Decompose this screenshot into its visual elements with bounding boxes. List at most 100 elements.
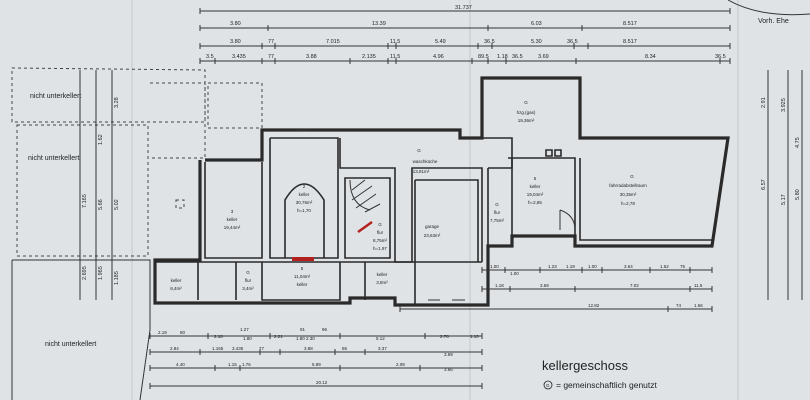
room-area: 8,4m² xyxy=(170,286,182,291)
room-labels: G waschküche 13,81m² 2 keller 30,76m² h=… xyxy=(170,100,647,291)
dim-label: 3.435 xyxy=(232,346,244,351)
dim-label: 5.02 xyxy=(114,199,120,210)
bottom-dimension-chain: 2.19 80 1.27 2.18 1.80 2.21 91 1.80 2.30… xyxy=(150,327,482,387)
room-name: keller xyxy=(297,282,308,287)
dim-label: 96 xyxy=(322,327,328,332)
dim-label: 2.18 xyxy=(214,334,223,339)
dim-label: 36.5 xyxy=(512,54,523,60)
dim-label: 89.5 xyxy=(478,54,489,60)
room-area: 23,63m² xyxy=(424,233,441,238)
corner-label: Vorh. Ehe xyxy=(758,18,789,25)
dim-label: 7.165 xyxy=(82,194,88,208)
dim-label: 20.12 xyxy=(316,380,328,385)
room-name: keller xyxy=(299,192,310,197)
room-area: 3,4m² xyxy=(242,286,254,291)
accent-marker xyxy=(292,257,314,261)
dim-label: 1.80 xyxy=(296,336,305,341)
dimension-ticks xyxy=(199,8,731,64)
dim-label: 2.91 xyxy=(761,97,767,108)
dim-label: 1.80 xyxy=(243,336,252,341)
dim-top-total: 31.737 xyxy=(455,5,472,11)
dim-label: 3.88 xyxy=(306,54,317,60)
dim-label: 4.75 xyxy=(795,137,801,148)
dim-label: 3.64 xyxy=(624,264,633,269)
room-area: 8,75m² xyxy=(373,238,388,243)
dim-label: 77 xyxy=(259,346,265,351)
dim-label: 1.18 xyxy=(497,54,508,60)
dim-label: 5.30 xyxy=(531,39,542,45)
dim-label: 4.40 xyxy=(176,362,185,367)
dim-label: 1.00 xyxy=(490,264,499,269)
dim-label: 7.02 xyxy=(630,283,639,288)
dim-label: 3.80 xyxy=(230,39,241,45)
room-name: keller xyxy=(227,217,238,222)
dim-label: 3.69 xyxy=(444,352,453,357)
room-name: keller xyxy=(530,184,541,189)
dim-label: 2.21 xyxy=(274,334,283,339)
dim-label: 1.19 xyxy=(566,264,575,269)
dim-label: 11.5 xyxy=(694,283,703,288)
dim-label: 6.57 xyxy=(761,179,767,190)
dim-label: 2.695 xyxy=(82,266,88,280)
dim-label: 1.27 xyxy=(240,327,249,332)
room-area: 19,44m² xyxy=(224,225,241,230)
dim-label: 75 xyxy=(680,264,686,269)
room-area: 19,04m² xyxy=(527,192,544,197)
dim-label: 5.80 xyxy=(795,189,801,200)
dim-label: 3.88 xyxy=(304,346,313,351)
room-area: 30,35m² xyxy=(620,192,637,197)
dim-label: 3.66 xyxy=(444,367,453,372)
room-number: 5 xyxy=(301,266,304,271)
unexcavated-areas: nicht unterkellert nicht unterkellert ni… xyxy=(11,67,263,400)
room-name: garage xyxy=(425,224,440,229)
dim-label: 11.5 xyxy=(390,39,400,45)
left-vertical-dimensions: 3.28 1.62 7.165 5.66 5.02 2.695 1.965 1.… xyxy=(79,70,120,300)
room-number: G xyxy=(630,174,634,179)
dim-label: 36.5 xyxy=(484,39,495,45)
dim-label: 1.00 xyxy=(588,264,597,269)
dim-label: 3.925 xyxy=(781,98,787,112)
legend: G = gemeinschaftlich genutzt xyxy=(543,380,658,390)
dim-label: 36.5 xyxy=(715,54,726,60)
plan-title: kellergeschoss xyxy=(542,358,628,373)
room-name: hzg.(gas) xyxy=(517,110,536,115)
dim-label: 1.165 xyxy=(212,346,224,351)
dim-label: 5.66 xyxy=(98,199,104,210)
room-name: fahrradabstellraum xyxy=(609,183,647,188)
dim-label: 86 xyxy=(342,346,348,351)
room-height: h=1,70 xyxy=(297,208,311,213)
room-name: flur xyxy=(494,210,501,215)
dim-label: 1.76 xyxy=(242,362,251,367)
dim-label: 6.03 xyxy=(531,21,542,27)
room-number: G xyxy=(495,202,499,207)
dim-label: 8.517 xyxy=(623,39,637,45)
accent-marker xyxy=(357,221,373,233)
building-walls xyxy=(153,76,730,307)
dim-label: 1.23 xyxy=(548,264,557,269)
dim-label: 2.08 xyxy=(396,362,405,367)
legend-symbol-icon xyxy=(543,380,553,390)
dimension-ticks xyxy=(149,267,713,389)
legend-text: = gemeinschaftlich genutzt xyxy=(556,380,658,390)
top-dimension-chain: 31.737 3.80 13.39 6.03 8.517 3.80 77 7.0… xyxy=(200,5,730,62)
dim-label: 2.84 xyxy=(170,346,179,351)
dim-label: 12.82 xyxy=(588,303,600,308)
dim-label: 1.00 xyxy=(510,271,519,276)
room-area: 19,36m² xyxy=(518,118,535,123)
dim-label: 2.19 xyxy=(158,330,167,335)
room-area: 13,81m² xyxy=(413,169,430,174)
room-height: h=2,78 xyxy=(621,201,635,206)
dim-label: 2.78 xyxy=(440,334,449,339)
dim-label: 5.17 xyxy=(781,194,787,205)
room-area: 7,75m² xyxy=(490,218,505,223)
dim-label: 13.39 xyxy=(372,21,386,27)
dim-label: 11.5 xyxy=(390,54,400,60)
dim-label: 1.185 xyxy=(114,271,120,285)
corner-stamp: Vorh. Ehe xyxy=(727,0,810,25)
dim-label: 7.015 xyxy=(326,39,340,45)
dim-label: 3.435 xyxy=(232,54,246,60)
unexcavated-label: nicht unterkellert xyxy=(30,93,81,100)
legend-symbol: G xyxy=(546,383,550,388)
room-number: 2 xyxy=(303,184,306,189)
room-number: G xyxy=(417,148,421,153)
